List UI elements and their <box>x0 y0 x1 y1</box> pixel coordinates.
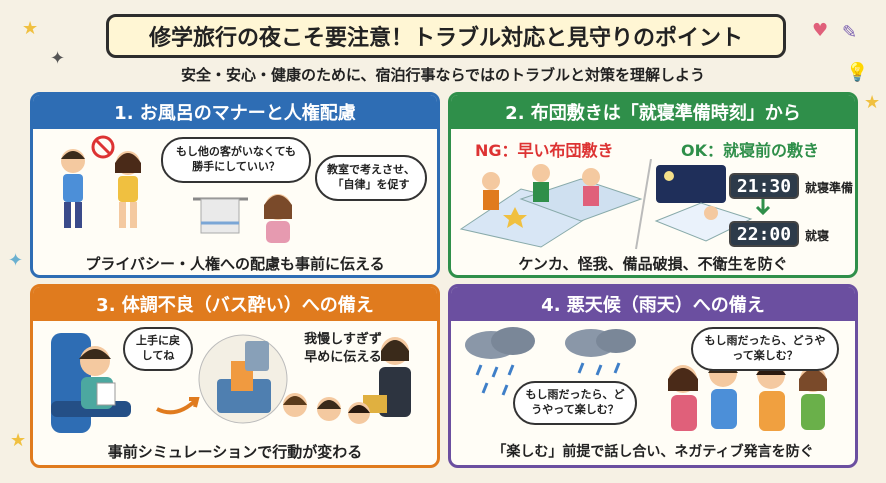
sick-student <box>79 346 116 409</box>
listening-students <box>283 393 370 424</box>
panel-caption: プライバシー・人権への配慮も事前に伝える <box>85 255 385 273</box>
panel-motion-sickness: 3. 体調不良（バス酔い）への備え 上手に戻してね 我慢しす <box>30 284 440 468</box>
lightbulb-icon: 💡 <box>846 62 869 83</box>
night-window <box>656 165 726 203</box>
clock-label-prep: 就寝準備 <box>805 181 854 195</box>
speech-bubble-tell-early: 我慢しすぎず早めに伝える <box>304 332 382 365</box>
student-girl <box>115 151 141 228</box>
ok-label: OK：就寝前の敷き <box>681 141 820 160</box>
thinking-student <box>264 194 292 243</box>
messy-futons <box>459 164 643 248</box>
panel-futon-timing: 2. 布団敷きは「就寝準備時刻」から NG：早い布団敷き OK：就寝前の敷き 2… <box>448 92 858 278</box>
speech-bubble-question: もし他の客がいなくても勝手にしていい？ <box>161 137 311 183</box>
panel-bad-weather: 4. 悪天候（雨天）への備え もし雨だったら <box>448 284 858 468</box>
futon-illustration <box>459 159 771 250</box>
arrow-right-icon <box>156 397 200 415</box>
clock-bedtime-prep: 21:30 <box>729 173 799 199</box>
divider <box>635 159 652 250</box>
rain-cloud-icon <box>465 327 535 396</box>
panel-heading: 4. 悪天候（雨天）への備え <box>451 287 855 321</box>
bag-pocket-circle <box>198 334 288 424</box>
bath-illustration <box>61 135 292 243</box>
sparkle-icon: ✦ <box>8 250 24 271</box>
pencil-icon: ✎ <box>842 22 858 43</box>
teacher <box>363 337 411 417</box>
panel-heading: 1. お風呂のマナーと人権配慮 <box>33 95 437 129</box>
clock-label-bedtime: 就寝 <box>805 229 830 243</box>
thought-bubble-autonomy: 教室で考えさせ、「自律」を促す <box>315 155 427 201</box>
bus-illustration <box>51 333 411 433</box>
no-entry-icon <box>91 135 115 159</box>
towel-rack-icon <box>193 197 248 234</box>
page-title: 修学旅行の夜こそ要注意！トラブル対応と見守りのポイント <box>106 14 786 58</box>
rain-cloud-icon <box>565 329 636 376</box>
panel-heading: 2. 布団敷きは「就寝準備時刻」から <box>451 95 855 129</box>
sparkle-icon: ✦ <box>50 48 66 69</box>
panel-heading: 3. 体調不良（バス酔い）への備え <box>33 287 437 321</box>
panel-caption: ケンカ、怪我、備品破損、不衛生を防ぐ <box>518 255 788 273</box>
heart-icon: ♥ <box>812 20 829 41</box>
student-boy <box>61 149 85 228</box>
page-subtitle: 安全・安心・健康のために、宿泊行事ならではのトラブルと対策を理解しよう <box>180 66 706 84</box>
tidy-futon <box>654 202 753 242</box>
speech-bubble-vomit-tip: 上手に戻してね <box>123 327 193 371</box>
clock-bedtime: 22:00 <box>729 221 799 247</box>
rain-illustration <box>465 327 827 431</box>
panel-caption: 事前シミュレーションで行動が変わる <box>107 443 363 461</box>
star-icon: ★ <box>22 18 39 39</box>
speech-bubble-rain-left: もし雨だったら、どうやって楽しむ？ <box>513 381 637 425</box>
panel-bath-manners: 1. お風呂のマナーと人権配慮 もし他の客がいなくても勝手にしていい？ 教室で考… <box>30 92 440 278</box>
ng-label: NG：早い布団敷き <box>475 141 614 160</box>
speech-bubble-rain-top: もし雨だったら、どうやって楽しむ？ <box>691 327 839 371</box>
panel-caption: 「楽しむ」前提で話し合い、ネガティブ発言を防ぐ <box>492 444 814 460</box>
star-icon: ★ <box>864 92 881 113</box>
star-icon: ★ <box>10 430 27 451</box>
